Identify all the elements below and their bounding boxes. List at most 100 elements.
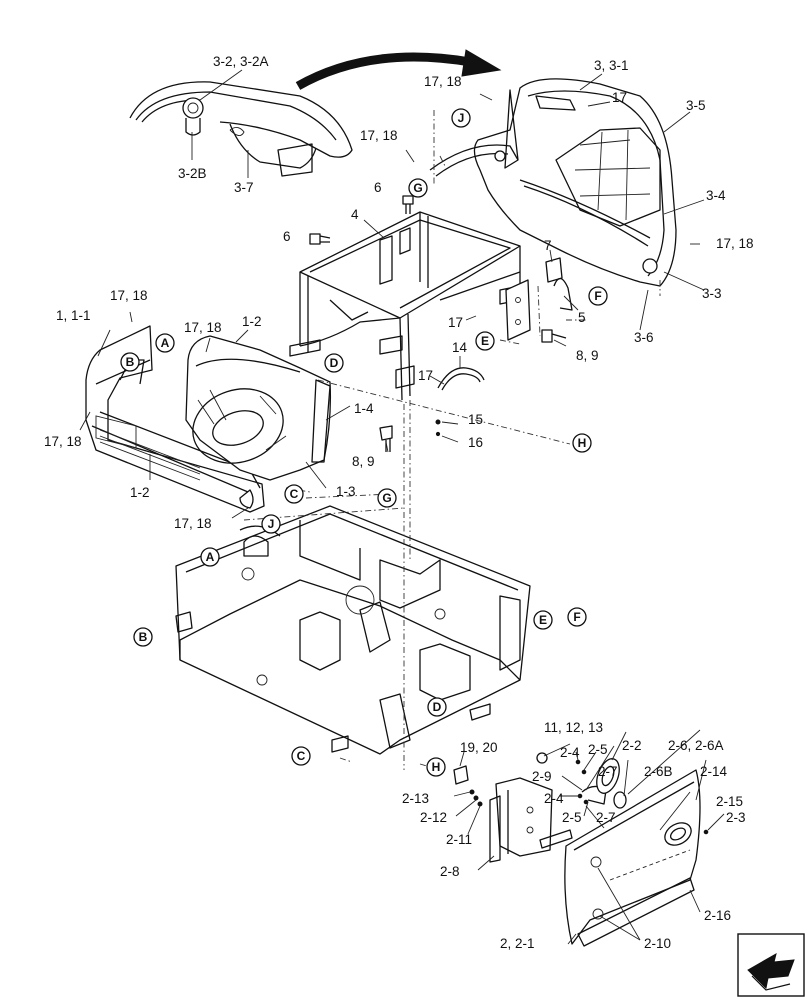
label-3-4: 3-4 xyxy=(706,188,726,203)
bolt-8-9-upper xyxy=(541,329,567,343)
label-2-4-a: 2-4 xyxy=(560,745,580,760)
label-17-18-b: 17, 18 xyxy=(360,128,398,143)
label-2-15: 2-15 xyxy=(716,794,743,809)
support-frame-part-4 xyxy=(289,211,521,401)
bolt-6-b xyxy=(309,233,331,245)
svg-text:E: E xyxy=(539,613,547,627)
label-1-3: 1-3 xyxy=(336,484,356,499)
leader-lines xyxy=(79,69,725,945)
callout-a-upper: A xyxy=(155,333,175,353)
label-2-7-b: 2-7 xyxy=(596,810,616,825)
label-17-18-e: 17, 18 xyxy=(184,320,222,335)
svg-text:H: H xyxy=(578,436,587,450)
label-17-18-f: 17, 18 xyxy=(44,434,82,449)
label-5: 5 xyxy=(578,310,586,325)
label-17-18-d: 17, 18 xyxy=(110,288,148,303)
label-2-7-a: 2-7 xyxy=(598,764,618,779)
svg-text:H: H xyxy=(432,760,441,774)
callout-c-lower: C xyxy=(291,746,311,766)
label-17-18-g: 17, 18 xyxy=(174,516,212,531)
label-1-4: 1-4 xyxy=(354,401,374,416)
callout-a-lower: A xyxy=(200,547,220,567)
callout-f-upper: F xyxy=(588,286,608,306)
label-3-2b: 3-2B xyxy=(178,166,207,181)
label-3-3-1: 3, 3-1 xyxy=(594,58,629,73)
label-15: 15 xyxy=(468,412,483,427)
washer-15 xyxy=(435,419,441,425)
rotation-arrow xyxy=(295,49,502,90)
svg-text:A: A xyxy=(161,336,170,350)
label-16: 16 xyxy=(468,435,483,450)
label-3-2: 3-2, 3-2A xyxy=(213,54,269,69)
label-2-9: 2-9 xyxy=(532,769,552,784)
label-7: 7 xyxy=(544,238,552,253)
label-2-2: 2-2 xyxy=(622,738,642,753)
label-2-13: 2-13 xyxy=(402,791,429,806)
callout-h-lower: H xyxy=(426,757,446,777)
callout-b-left-cover: B xyxy=(126,355,135,369)
bracket-part-7 xyxy=(545,257,573,311)
label-14: 14 xyxy=(452,340,468,355)
hood-part-3-2 xyxy=(129,81,353,177)
label-17-18-c: 17, 18 xyxy=(716,236,754,251)
label-2-8: 2-8 xyxy=(440,864,460,879)
label-2-6: 2-6, 2-6A xyxy=(668,738,724,753)
label-2-3: 2-3 xyxy=(726,810,746,825)
label-11-12-13: 11, 12, 13 xyxy=(544,720,603,735)
callout-d-lower: D xyxy=(427,697,447,717)
svg-text:J: J xyxy=(268,517,275,531)
label-6-a: 6 xyxy=(374,180,382,195)
page-nav-arrow-icon[interactable] xyxy=(737,933,805,997)
callout-e-upper: E xyxy=(475,331,495,351)
label-3-3: 3-3 xyxy=(702,286,722,301)
nut-16 xyxy=(435,431,441,437)
svg-text:E: E xyxy=(481,334,489,348)
label-1-1-1: 1, 1-1 xyxy=(56,308,91,323)
hinge-part-2-8 xyxy=(489,777,573,863)
label-2-5-b: 2-5 xyxy=(562,810,582,825)
callout-c-upper: C xyxy=(284,484,304,504)
label-17-low: 17 xyxy=(418,368,433,383)
label-17-18-a: 17, 18 xyxy=(424,74,462,89)
label-4: 4 xyxy=(351,207,359,222)
svg-text:B: B xyxy=(139,630,148,644)
callout-b-lower: B xyxy=(133,627,153,647)
label-2-5-a: 2-5 xyxy=(588,742,608,757)
label-2-4-b: 2-4 xyxy=(544,791,564,806)
label-2-2-1: 2, 2-1 xyxy=(500,936,535,951)
label-2-12: 2-12 xyxy=(420,810,447,825)
callout-h-upper: H xyxy=(572,433,592,453)
label-3-5: 3-5 xyxy=(686,98,706,113)
svg-text:J: J xyxy=(458,111,465,125)
label-19-20: 19, 20 xyxy=(460,740,498,755)
label-2-6b: 2-6B xyxy=(644,764,673,779)
part-labels: 3-2, 3-2A 3-2B 3-7 17, 18 17, 18 3, 3-1 … xyxy=(44,54,754,951)
label-8-9-b: 8, 9 xyxy=(352,454,375,469)
svg-text:G: G xyxy=(413,181,422,195)
svg-text:G: G xyxy=(382,491,391,505)
label-1-2-b: 1-2 xyxy=(130,485,150,500)
callout-d-upper: D xyxy=(324,353,344,373)
callout-j-lower: J xyxy=(261,514,281,534)
side-cover-part-3 xyxy=(429,78,677,287)
svg-text:C: C xyxy=(290,487,299,501)
label-17-top: 17 xyxy=(612,90,627,105)
svg-text:D: D xyxy=(330,356,339,370)
handle-part-14 xyxy=(437,367,485,391)
label-2-10: 2-10 xyxy=(644,936,671,951)
plate-part-5 xyxy=(505,279,531,341)
label-17-mid: 17 xyxy=(448,315,463,330)
label-3-7: 3-7 xyxy=(234,180,254,195)
svg-text:F: F xyxy=(594,289,601,303)
label-2-14: 2-14 xyxy=(700,764,728,779)
label-1-2-a: 1-2 xyxy=(242,314,262,329)
label-2-11: 2-11 xyxy=(446,832,472,847)
left-cover-part-1-2 xyxy=(185,335,332,509)
callout-e-lower: E xyxy=(533,610,553,630)
label-2-16: 2-16 xyxy=(704,908,731,923)
label-3-6: 3-6 xyxy=(634,330,654,345)
label-8-9-a: 8, 9 xyxy=(576,348,599,363)
base-frame xyxy=(175,505,531,755)
latch-parts-2-9 xyxy=(581,758,627,809)
